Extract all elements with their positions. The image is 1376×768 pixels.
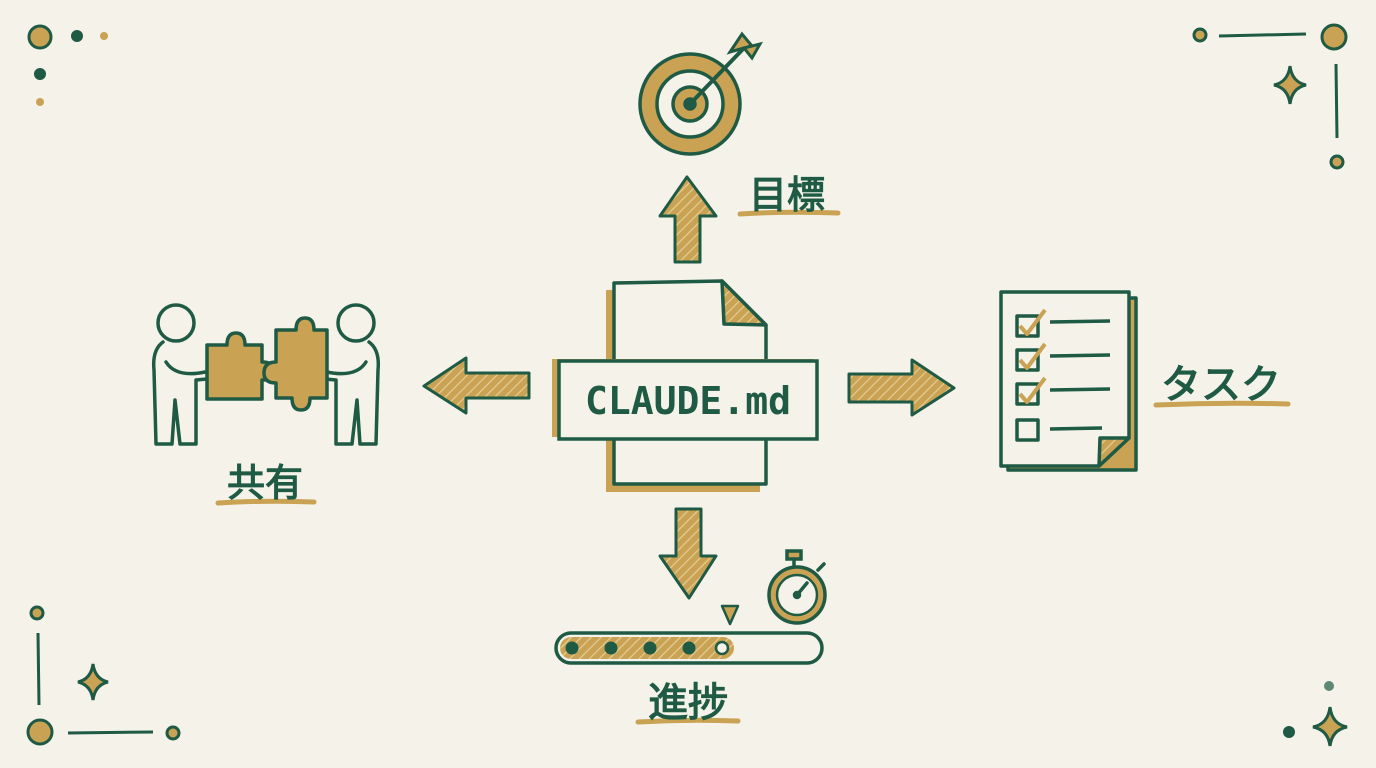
corner-decoration-top-right [1192, 23, 1348, 170]
arrow-up [658, 175, 718, 264]
progress-bar [554, 631, 824, 665]
progress-label: 進捗 [648, 680, 728, 726]
arrow-right [847, 358, 956, 417]
arrow-down [658, 507, 718, 600]
goal-label: 目標 [749, 173, 825, 217]
stopwatch-icon [767, 549, 827, 625]
share-branch: 共有 [151, 303, 381, 506]
share-label-underline [215, 498, 317, 506]
share-label: 共有 [227, 461, 303, 505]
sparkle-icon [77, 663, 109, 701]
sparkle-icon [1312, 706, 1348, 747]
checklist-icon [999, 290, 1138, 472]
corner-decoration-bottom-right [1283, 681, 1348, 747]
task-label-underline [1153, 400, 1291, 408]
progress-step-dot [565, 641, 579, 655]
arrow-left [422, 356, 531, 415]
progress-step-dot [643, 641, 657, 655]
progress-label-underline [635, 717, 741, 725]
progress-branch: 進捗 [554, 549, 827, 726]
corner-decoration-bottom-left [26, 605, 181, 746]
claude-md-document: CLAUDE.md [552, 279, 819, 492]
puzzle-people-icon [151, 303, 381, 446]
document-title-box [557, 359, 819, 441]
task-branch: タスク [999, 290, 1291, 472]
progress-step-dot [682, 641, 696, 655]
goal-label-underline [737, 209, 841, 217]
document-title: CLAUDE.md [585, 379, 791, 423]
progress-step-dot [604, 641, 618, 655]
target-icon [638, 31, 764, 156]
goal-branch: 目標 [638, 31, 841, 217]
progress-steps [565, 640, 730, 656]
progress-current-dot [714, 640, 730, 656]
progress-marker-icon [720, 604, 740, 626]
task-label: タスク [1161, 362, 1281, 408]
sparkle-icon [1273, 65, 1307, 105]
corner-decoration-top-left [27, 24, 108, 106]
